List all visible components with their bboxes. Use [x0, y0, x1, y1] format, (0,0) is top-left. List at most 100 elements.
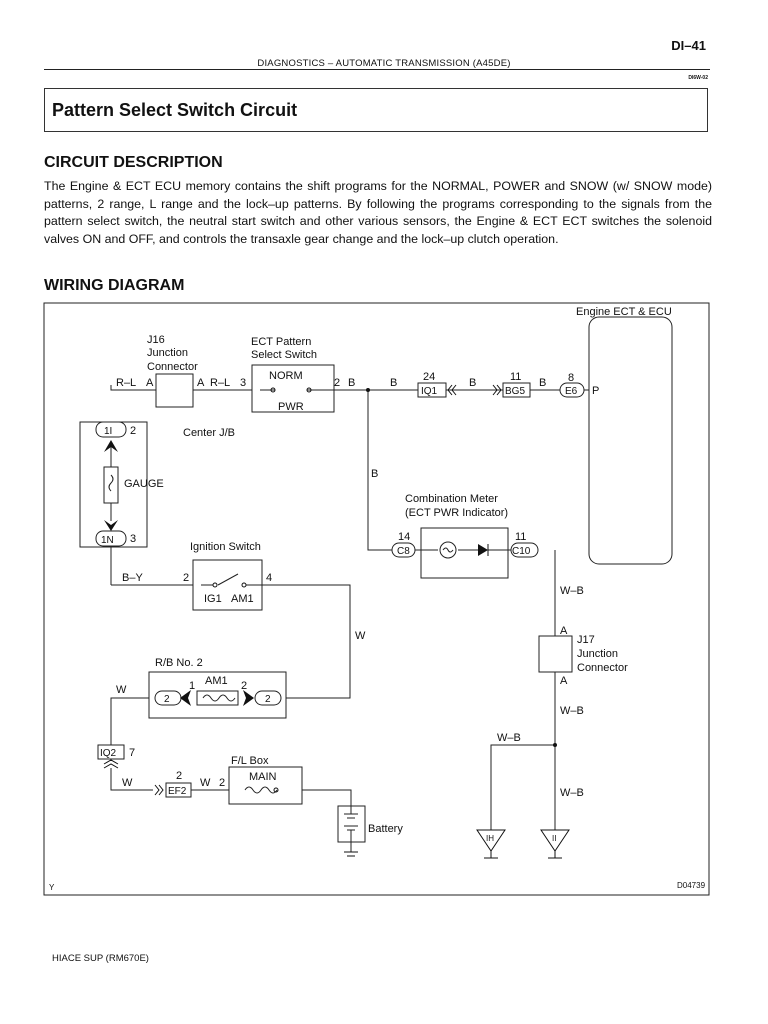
- j17-line2: Connector: [577, 662, 628, 674]
- meter-bulb-filament: [442, 547, 454, 553]
- wire-wb-label-3: W–B: [497, 732, 521, 744]
- wire-b-label-3: B: [469, 377, 476, 389]
- wire-w-label-3: W: [122, 777, 133, 789]
- j16-right-pin: A: [197, 377, 205, 389]
- bg5-name: BG5: [505, 386, 525, 397]
- j16-right-wire: R–L: [210, 377, 230, 389]
- pattern-switch-line2: Select Switch: [251, 349, 317, 361]
- meter-diode: [478, 544, 488, 556]
- figure-id: D04739: [677, 881, 706, 890]
- c10-connector: [510, 542, 539, 558]
- 1i-connector: [95, 421, 127, 438]
- pattern-switch-pin-in: 3: [240, 377, 246, 389]
- iq2-arrow: [103, 759, 119, 769]
- jb-top-pin: 2: [130, 425, 136, 437]
- iq2-name: IQ2: [100, 748, 117, 759]
- am1-sw-label: AM1: [231, 593, 254, 605]
- wire-rl-left: [110, 385, 156, 391]
- j17-id: J17: [577, 634, 595, 646]
- jb-bottom-conn: 1N: [101, 535, 114, 546]
- ecu-pin-name: P: [592, 385, 599, 397]
- am1-fuse-element: [202, 694, 236, 702]
- footer: HIACE SUP (RM670E): [52, 953, 149, 964]
- meter-left-num: 14: [398, 531, 410, 543]
- document-code: DI6W-02: [688, 75, 708, 81]
- wire-b-label-1: B: [348, 377, 355, 389]
- ig-pin-right: 4: [266, 572, 272, 584]
- pattern-switch-pin-out: 2: [334, 377, 340, 389]
- fl-box: [228, 766, 303, 805]
- meter-left-conn: C8: [397, 546, 410, 557]
- gauge-fuse-element: [108, 474, 114, 492]
- j17-pin-top: A: [560, 625, 568, 637]
- ground-ih: [476, 829, 506, 852]
- j16-left-pin: A: [146, 377, 154, 389]
- wire-battery: [302, 789, 352, 806]
- wire-w-1: [262, 584, 351, 699]
- bg5-arrow: [492, 384, 502, 396]
- wire-b-label-4: B: [539, 377, 546, 389]
- header-rule: [44, 69, 710, 70]
- iq1-arrow: [447, 384, 457, 396]
- rb-right-connector: [254, 690, 282, 706]
- j16-line2: Connector: [147, 361, 198, 373]
- jb-top-chevron: [104, 440, 118, 452]
- e6-connector: [559, 382, 585, 398]
- pattern-switch-pwr: PWR: [278, 401, 304, 413]
- fl-fuse-label: MAIN: [249, 771, 277, 783]
- header-title: DIAGNOSTICS – AUTOMATIC TRANSMISSION (A4…: [257, 58, 511, 69]
- diagram-frame: [43, 302, 710, 896]
- pattern-switch-line1: ECT Pattern: [251, 336, 311, 348]
- ef2-arrow: [154, 784, 164, 796]
- pattern-switch-box: [251, 364, 335, 413]
- j16-box: [155, 373, 194, 408]
- norm-contact-1: [270, 387, 276, 393]
- ignition-label: Ignition Switch: [190, 541, 261, 553]
- wire-w-2: [110, 697, 149, 745]
- j17-pin-bottom: A: [560, 675, 568, 687]
- am1-fuse: [196, 690, 239, 706]
- wire-wb-label-4: W–B: [560, 787, 584, 799]
- meter-bulb: [439, 541, 457, 559]
- wire-b-label-2: B: [390, 377, 397, 389]
- page-number: DI–41: [671, 38, 706, 53]
- ig-pin-left: 2: [183, 572, 189, 584]
- iq1-connector: [417, 382, 447, 398]
- wiring-diagram-heading: WIRING DIAGRAM: [44, 277, 185, 294]
- wire-w-label-1: W: [355, 630, 366, 642]
- iq1-num: 24: [423, 371, 435, 383]
- rb-right-conn: 2: [265, 694, 271, 705]
- wire-w-3: [110, 768, 153, 791]
- wire-by-label: B–Y: [122, 572, 143, 584]
- wire-w-label-4: W: [200, 777, 211, 789]
- section-title: Pattern Select Switch Circuit: [52, 100, 298, 120]
- wire-b-label-5: B: [371, 468, 378, 480]
- meter-right-conn: C10: [512, 546, 531, 557]
- rb-no2-box: [148, 671, 287, 719]
- corner-left-label: Y: [49, 883, 55, 892]
- section-title-box: Pattern Select Switch Circuit: [44, 88, 708, 132]
- iq1-name: IQ1: [421, 386, 438, 397]
- jb-bottom-chevron: [104, 520, 118, 531]
- ecu-pin-num: 8: [568, 372, 574, 384]
- jb-top-conn: 1I: [104, 426, 112, 437]
- junction-dot-wb: [553, 743, 557, 747]
- jb-bottom-pin: 3: [130, 533, 136, 545]
- ef2-connector: [165, 782, 192, 798]
- j17-box: [538, 635, 573, 673]
- rb-right-num: 2: [241, 680, 247, 692]
- rb-left-chevron: [180, 690, 191, 706]
- meter-line1: Combination Meter: [405, 493, 498, 505]
- ecu-box: [588, 316, 673, 565]
- junction-dot-b: [366, 388, 370, 392]
- combination-meter-box: [420, 527, 509, 579]
- circuit-description-heading: CIRCUIT DESCRIPTION: [44, 154, 223, 171]
- norm-contact-2: [306, 387, 312, 393]
- ig1-label: IG1: [204, 593, 222, 605]
- fl-pin: 2: [219, 777, 225, 789]
- rb-left-conn: 2: [164, 694, 170, 705]
- rb-right-chevron: [243, 690, 254, 706]
- wire-wb-3: [490, 744, 555, 830]
- ig1-contact: [212, 582, 218, 588]
